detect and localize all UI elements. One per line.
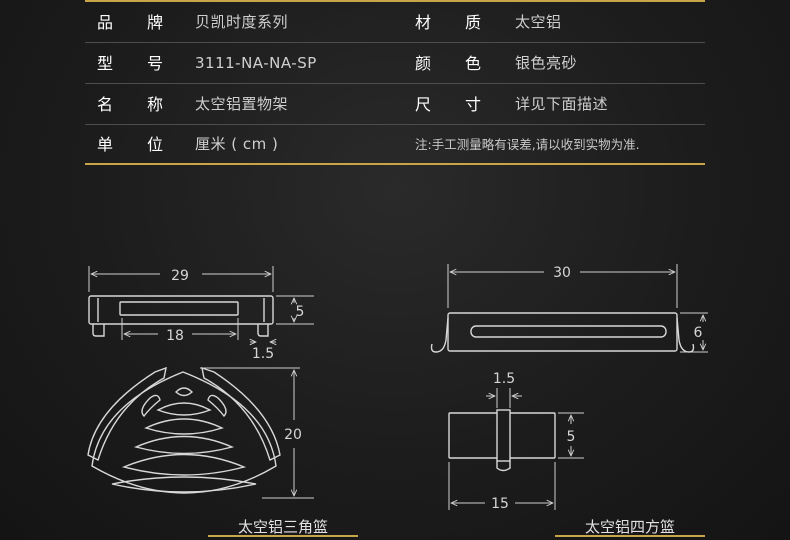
dim-label-width: 30 (553, 265, 571, 281)
dim-label-depth: 5 (567, 429, 576, 445)
row-divider (85, 83, 705, 84)
front-slot (470, 325, 667, 338)
drain-slot (133, 435, 235, 455)
drain-slot (144, 418, 224, 435)
square-basket-side-view (448, 409, 556, 472)
right-hook (257, 324, 269, 337)
front-slot (119, 301, 239, 316)
dim-label-length: 15 (491, 496, 509, 512)
square-basket-front-view (430, 312, 695, 353)
spec-value: 银色亮砂 (515, 54, 578, 72)
spec-value: 厘米 ( cm ) (195, 135, 279, 153)
drain-slot (121, 453, 247, 476)
spec-value: 3111-NA-NA-SP (195, 54, 317, 72)
hook-plate (496, 409, 511, 462)
row-divider (85, 124, 705, 125)
basket-front-body (447, 312, 678, 352)
spec-key: 尺寸 (415, 95, 516, 114)
triangle-basket-top-view (87, 366, 281, 494)
dim-label-inner-width: 18 (166, 328, 184, 344)
spec-row: 单位 厘米 ( cm ) 注:手工测量略有误差,请以收到实物为准. (85, 124, 705, 165)
square-front-dimensions (447, 264, 708, 353)
caption-underline (555, 535, 705, 537)
row-divider (85, 42, 705, 43)
side-slot (207, 394, 227, 418)
hook-tip (496, 461, 511, 472)
side-slot (141, 394, 161, 418)
right-rim (201, 366, 281, 461)
square-side-dimensions (448, 388, 584, 510)
right-hook (676, 317, 695, 353)
spec-row: 型号 3111-NA-NA-SP 颜色 银色亮砂 (85, 43, 705, 84)
left-rim (87, 366, 167, 461)
triangle-basket-front-view (88, 295, 274, 337)
spec-key: 品牌 (97, 13, 198, 32)
drain-slot (174, 387, 194, 397)
dim-label-hook: 1.5 (252, 346, 274, 362)
caption-underline (208, 535, 358, 537)
spec-value: 详见下面描述 (515, 95, 609, 113)
dim-label-depth: 20 (284, 427, 302, 443)
spec-note: 注:手工测量略有误差,请以收到实物为准. (415, 137, 640, 152)
drain-slot (156, 402, 212, 416)
spec-value: 贝凯时度系列 (195, 13, 289, 31)
spec-value: 太空铝 (515, 13, 562, 31)
dim-label-height: 6 (694, 325, 703, 341)
spec-key: 颜色 (415, 54, 516, 73)
spec-key: 材质 (415, 13, 516, 32)
basket-outline (91, 371, 277, 494)
dim-label-width: 29 (171, 268, 189, 284)
dim-label-hook: 1.5 (493, 371, 515, 387)
triangle-dimension-lines (88, 266, 314, 342)
spec-row: 名称 太空铝置物架 尺寸 详见下面描述 (85, 84, 705, 125)
triangle-depth-dimension (200, 367, 314, 499)
left-hook (92, 324, 105, 337)
spec-key: 单位 (97, 135, 198, 154)
triangle-basket-caption: 太空铝三角篮 (237, 518, 328, 536)
drain-slot (111, 476, 257, 493)
spec-table: 品牌 贝凯时度系列 材质 太空铝 型号 3111-NA-NA-SP 颜色 银色亮… (85, 0, 705, 165)
spec-row: 品牌 贝凯时度系列 材质 太空铝 (85, 2, 705, 43)
spec-key: 名称 (97, 95, 198, 114)
spec-value: 太空铝置物架 (195, 95, 289, 113)
table-bottom-rule (85, 163, 705, 165)
spec-key: 型号 (97, 54, 198, 73)
square-basket-caption: 太空铝四方篮 (584, 518, 675, 536)
dim-label-height: 5 (296, 304, 305, 320)
left-hook (430, 317, 449, 353)
basket-front-body (88, 295, 274, 325)
table-top-rule (85, 0, 705, 2)
